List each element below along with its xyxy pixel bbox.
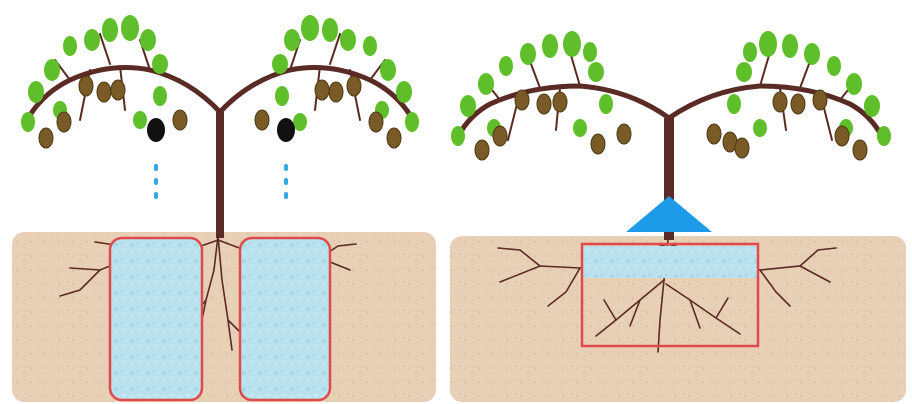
wetted-zone-left-2	[240, 238, 330, 400]
sprinkler-cone-icon	[626, 196, 712, 232]
vine-branches-left	[55, 34, 385, 120]
wetted-zone-left-1	[110, 238, 202, 400]
drip-emitter-icon	[147, 118, 165, 142]
soil-block-left	[12, 232, 436, 402]
trunk-left	[216, 112, 224, 238]
water-drop-icon	[154, 192, 158, 199]
drip-drops-left-2	[284, 164, 288, 199]
wetted-zone-right-band	[582, 246, 758, 278]
drip-drops-left-1	[154, 164, 158, 199]
water-drop-icon	[284, 192, 288, 199]
water-drop-icon	[154, 178, 158, 185]
drip-emitter-icon	[277, 118, 295, 142]
water-drop-icon	[284, 164, 288, 171]
left-panel	[12, 15, 436, 402]
right-panel	[450, 31, 906, 402]
water-drop-icon	[154, 164, 158, 171]
water-drop-icon	[284, 178, 288, 185]
